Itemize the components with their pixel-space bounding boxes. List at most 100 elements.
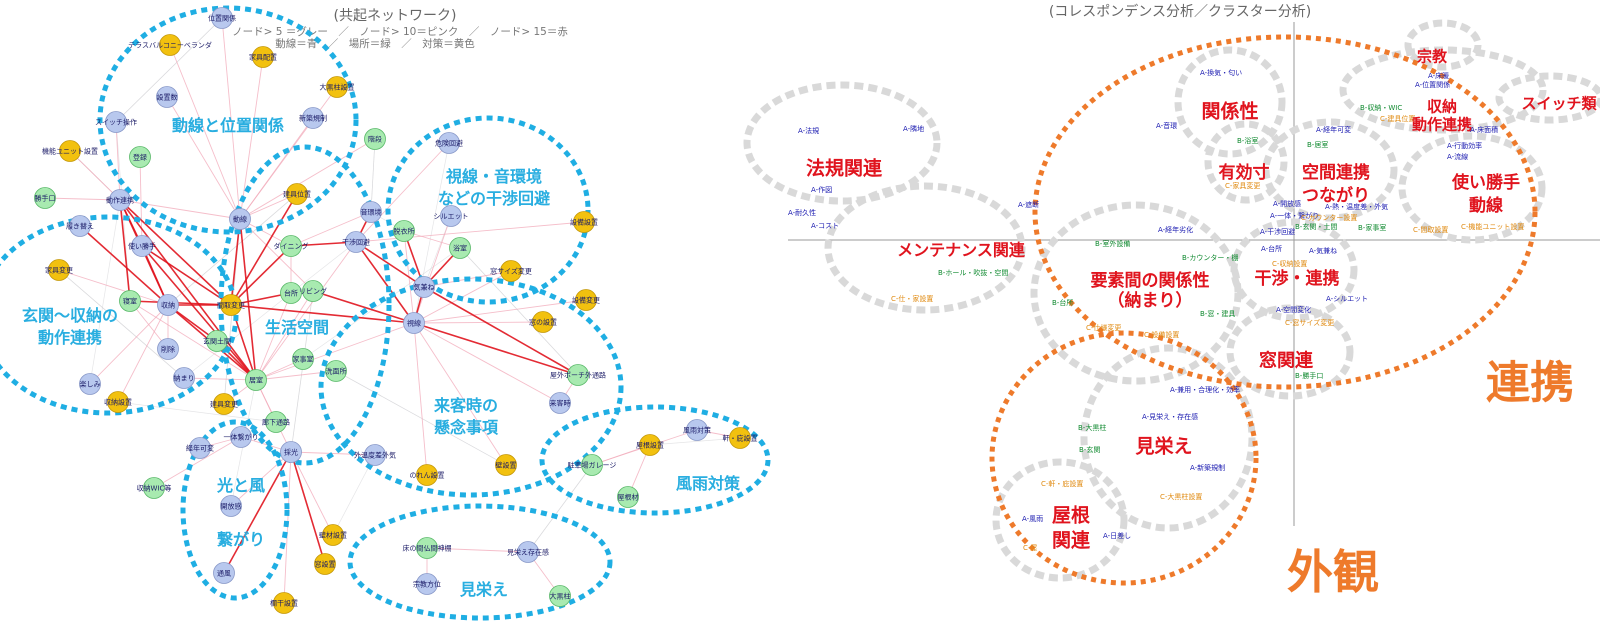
node-n48: 一体繋がり [224, 426, 259, 448]
ca-point-p6: A-音環 [1156, 121, 1177, 130]
ca-cluster-label-r3: 関係性 [1201, 100, 1258, 123]
cluster-label-c8: 見栄え [459, 580, 508, 599]
ca-point-p53: B-台所 [1052, 298, 1073, 307]
node-circle [302, 107, 324, 129]
ca-point-p9: A-経年可変 [1316, 125, 1351, 134]
gray-edge-75 [290, 290, 314, 453]
gray-cluster-3 [1204, 120, 1288, 204]
gray-edge-77 [527, 464, 593, 553]
ca-point-p46: C-軒・庇設置 [1041, 479, 1083, 488]
red-edge-23 [413, 322, 579, 376]
ca-point-p34: A-シルエット [1326, 295, 1368, 303]
ca-cluster-label-r14b: 関連 [1052, 529, 1091, 552]
red-edge-19 [290, 451, 326, 565]
node-circle [213, 562, 235, 584]
red-edge-7 [239, 218, 257, 381]
node-label: 新築規制 [299, 114, 327, 123]
legend-line-2: 動線＝青 ／ 場所＝緑 ／ 対策＝黄色 [275, 37, 475, 50]
node-circle [575, 289, 597, 311]
gray-cluster-1 [824, 182, 1026, 314]
node-n12: 動作連携 [106, 189, 134, 211]
ca-point-p44: B-玄関 [1079, 445, 1100, 454]
pink-edge-14 [413, 321, 544, 324]
ca-point-p30: B-カウンター・棚 [1182, 253, 1238, 262]
gray-cluster-10 [1230, 218, 1358, 322]
node-n57: 収納WIC等 [137, 477, 171, 499]
ca-cluster-label-r11: 干渉・連携 [1255, 268, 1340, 289]
node-circle [322, 524, 344, 546]
node-n56: 壁設置 [495, 454, 517, 476]
red-edge-30 [230, 193, 298, 306]
node-n4: 設置数 [156, 86, 178, 108]
node-label: 洗面所 [326, 367, 347, 376]
node-label: 経年可変 [186, 444, 214, 453]
node-circle [157, 294, 179, 316]
node-circle [252, 46, 274, 68]
cluster-outline-c7 [539, 404, 771, 516]
gray-edge-80 [167, 193, 298, 306]
node-label: 家事室 [293, 355, 314, 364]
cluster-label-c5: 来客時の [433, 396, 498, 415]
node-n63: 見栄え存在感 [507, 541, 549, 563]
gray-cluster-8 [1398, 132, 1546, 244]
node-n40: 家事室 [292, 348, 314, 370]
node-label: 納まり [174, 374, 195, 383]
node-label: 気兼ね [414, 283, 435, 292]
node-n55: のれん設置 [410, 464, 445, 486]
node-circle [69, 215, 91, 237]
node-circle [403, 312, 425, 334]
node-label: 来客時 [550, 399, 571, 408]
pink-edge-32 [153, 436, 242, 489]
node-circle [220, 294, 242, 316]
pink-edge-56 [255, 290, 314, 381]
node-n39: 居室 [245, 369, 267, 391]
node-n13: 履き替え [66, 215, 94, 237]
node-n27: 台所 [280, 282, 302, 304]
node-n51: 風雨対策 [683, 419, 711, 441]
red-edge-10 [355, 241, 425, 288]
node-label: リビング [299, 287, 327, 296]
pink-edge-39 [283, 451, 292, 604]
node-label: 廊下通路 [262, 418, 290, 427]
node-n41: 洗面所 [325, 360, 347, 382]
pink-edge-41 [169, 44, 241, 220]
ca-point-p39: C-仕様変更 [1086, 323, 1121, 332]
pink-edge-36 [426, 547, 529, 553]
node-n65: 宗教方位 [413, 573, 441, 595]
node-label: 窓の設置 [529, 318, 557, 327]
node-label: 登録 [133, 153, 147, 162]
node-n22: 設備設置 [570, 211, 598, 233]
node-circle [364, 444, 386, 466]
gray-cluster-4 [1262, 118, 1398, 222]
node-circle [549, 585, 571, 607]
node-n9: 機能ユニット設置 [42, 140, 98, 162]
node-label: 収納設置 [104, 398, 132, 407]
node-label: ダイニング [274, 242, 309, 251]
ca-point-p33: A-気兼ね [1309, 246, 1337, 255]
ca-point-p23: C-間取設置 [1413, 225, 1448, 234]
node-circle [229, 208, 251, 230]
node-label: 屋根設置 [636, 441, 664, 450]
ca-point-p35: A-空間変化 [1276, 305, 1311, 314]
node-circle [286, 183, 308, 205]
node-circle [438, 132, 460, 154]
ca-point-p29: B-室外設備 [1095, 239, 1130, 248]
cluster-label-c4: 生活空間 [265, 318, 329, 337]
node-n42: 建具変更 [210, 393, 238, 415]
node-circle [440, 205, 462, 227]
node-label: 一体繋がり [224, 433, 259, 442]
node-n38: 納まり [173, 367, 195, 389]
gray-edge-60 [89, 199, 121, 385]
node-n6: 新築規制 [299, 107, 327, 129]
gray-cluster-2 [1174, 46, 1286, 158]
node-n20: シルエット [434, 205, 469, 227]
node-n67: 欄干設置 [270, 592, 298, 614]
node-n62: 床の間仏間神棚 [403, 537, 452, 559]
node-n35: 窓の設置 [529, 311, 557, 333]
node-n7: 階段 [364, 128, 386, 150]
gray-edge-71 [459, 247, 579, 376]
pink-edge-22 [413, 322, 561, 404]
node-label: 風雨対策 [683, 426, 711, 435]
node-circle [280, 441, 302, 463]
